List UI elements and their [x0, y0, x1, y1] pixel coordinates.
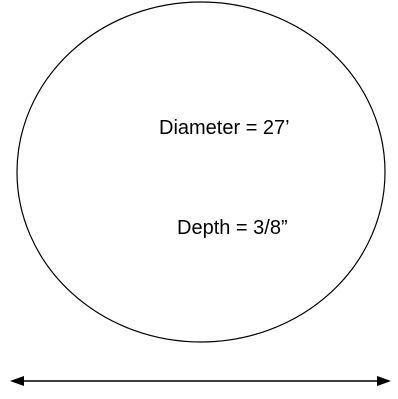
diameter-label: Diameter = 27’: [159, 117, 290, 139]
pool-circle: [16, 1, 386, 343]
depth-label: Depth = 3/8”: [177, 217, 288, 239]
